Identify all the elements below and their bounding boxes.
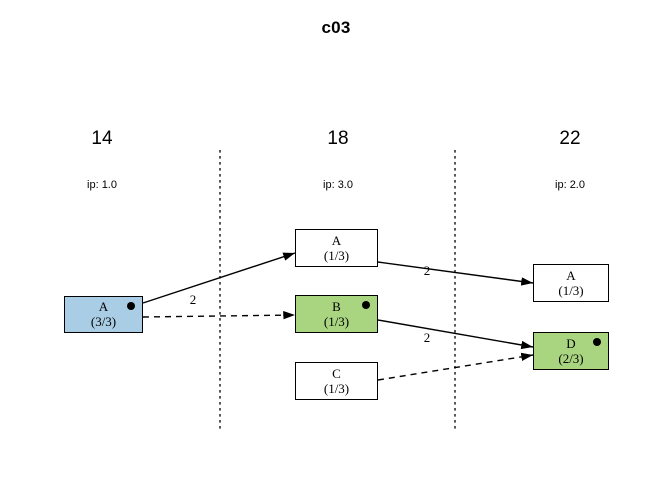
node-d-col22[interactable]: D (2/3): [533, 332, 609, 370]
node-name: A: [331, 232, 342, 248]
node-fraction: (1/3): [323, 380, 350, 396]
node-a-col22[interactable]: A (1/3): [533, 264, 609, 302]
node-name: C: [332, 365, 341, 381]
node-fraction: (1/3): [323, 247, 350, 263]
page-title: c03: [321, 18, 351, 37]
node-marker-dot-icon: [593, 338, 601, 346]
column-ip-label: ip: 3.0: [323, 179, 353, 191]
node-fraction: (3/3): [90, 314, 117, 329]
column-time-label: 22: [559, 128, 581, 149]
column-ip-label: ip: 2.0: [555, 179, 585, 191]
column-header-18: 18 ip: 3.0: [278, 128, 398, 192]
edge-a14-to-a18: [142, 252, 296, 304]
node-marker-dot-icon: [127, 302, 135, 310]
node-name: B: [332, 298, 341, 314]
edge-a18-to-a22: [377, 261, 534, 286]
edge-c18-to-d22: [377, 352, 534, 381]
node-a-col18[interactable]: A (1/3): [295, 229, 378, 267]
node-a-col14[interactable]: A (3/3): [64, 296, 143, 333]
edge-label-b18-to-d22: 2: [423, 330, 431, 345]
edge-a14-to-b18: [142, 310, 296, 320]
column-header-22: 22 ip: 2.0: [510, 128, 630, 192]
node-name: A: [566, 267, 576, 283]
node-fraction: (1/3): [558, 282, 584, 298]
column-time-label: 14: [91, 128, 113, 149]
node-name: A: [98, 299, 109, 315]
column-ip-label: ip: 1.0: [87, 179, 117, 191]
node-c-col18[interactable]: C (1/3): [295, 362, 378, 400]
column-time-label: 18: [327, 128, 349, 149]
node-marker-dot-icon: [362, 301, 370, 309]
node-b-col18[interactable]: B (1/3): [295, 295, 378, 333]
node-fraction: (1/3): [323, 313, 350, 329]
edge-label-a18-to-a22: 2: [423, 263, 431, 278]
node-name: D: [566, 335, 576, 351]
edge-label-a14-to-a18: 2: [189, 292, 197, 307]
column-header-14: 14 ip: 1.0: [42, 128, 162, 192]
node-fraction: (2/3): [558, 350, 584, 366]
edge-b18-to-d22: [377, 319, 534, 350]
